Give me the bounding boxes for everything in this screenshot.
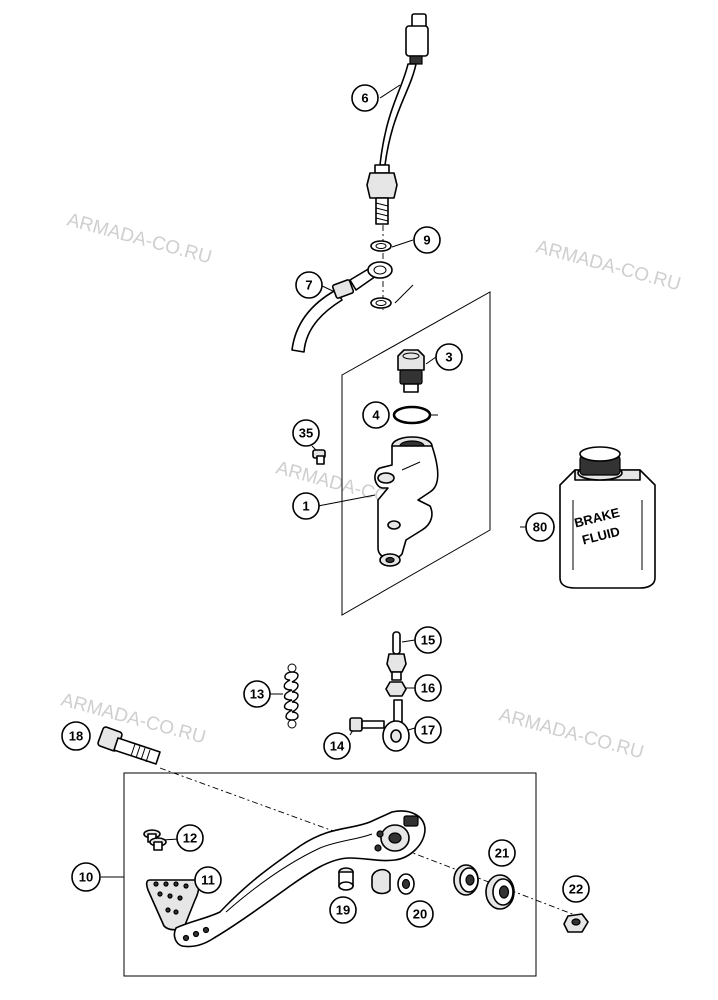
sealing-washers: [370, 240, 392, 309]
return-spring: [283, 663, 299, 729]
callout-20: 20: [406, 900, 434, 928]
svg-text:19: 19: [336, 903, 350, 918]
lock-nut: [385, 681, 407, 697]
svg-text:18: 18: [69, 729, 83, 744]
callout-13: 13: [243, 680, 271, 708]
callout-35: 35: [292, 419, 320, 447]
svg-text:80: 80: [533, 520, 547, 535]
svg-text:11: 11: [201, 873, 215, 888]
svg-text:17: 17: [421, 723, 435, 738]
push-rod: [386, 631, 407, 681]
callout-17: 17: [414, 716, 442, 744]
svg-text:20: 20: [413, 907, 427, 922]
step-plate-screws: [143, 829, 167, 851]
callout-21: 21: [488, 839, 516, 867]
callout-11: 11: [194, 866, 222, 894]
svg-text:4: 4: [372, 408, 380, 423]
callout-10: 10: [71, 862, 101, 892]
pedal-washer: [371, 868, 415, 895]
brake-pedal-lever: [173, 810, 426, 948]
brake-light-switch: [366, 13, 429, 225]
callout-14: 14: [323, 732, 351, 760]
callout-6: 6: [351, 84, 379, 112]
brake-pedal-group-frame: [123, 772, 537, 977]
svg-text:16: 16: [421, 681, 435, 696]
o-ring: [392, 405, 432, 425]
callout-16: 16: [414, 674, 442, 702]
svg-text:14: 14: [330, 739, 345, 754]
callout-1: 1: [292, 492, 320, 520]
callout-9: 9: [413, 226, 441, 254]
svg-text:15: 15: [421, 633, 435, 648]
clevis-eye: [382, 699, 410, 752]
master-cylinder: [374, 436, 439, 567]
svg-text:1: 1: [302, 499, 309, 514]
svg-text:35: 35: [299, 426, 313, 441]
svg-text:13: 13: [250, 687, 264, 702]
master-cylinder-group-frame: [341, 291, 491, 616]
callout-18: 18: [61, 721, 91, 751]
callout-3: 3: [435, 343, 463, 371]
svg-text:21: 21: [495, 846, 509, 861]
svg-text:22: 22: [569, 882, 583, 897]
svg-text:12: 12: [183, 831, 197, 846]
svg-text:3: 3: [445, 350, 452, 365]
callout-12: 12: [176, 824, 204, 852]
callout-4: 4: [362, 401, 390, 429]
callout-15: 15: [414, 626, 442, 654]
callout-22: 22: [562, 875, 590, 903]
assembly-axes: [159, 225, 576, 916]
callout-80: 80: [525, 512, 555, 542]
svg-text:9: 9: [423, 233, 430, 248]
svg-text:6: 6: [361, 91, 368, 106]
brake-fluid-bottle: BRAKE FLUID: [559, 446, 656, 589]
watermark-mid-right: ARMADA-CO.RU: [497, 705, 646, 764]
watermark-top-right: ARMADA-CO.RU: [534, 237, 683, 296]
brake-hose: [291, 261, 393, 353]
watermark-top-left: ARMADA-CO.RU: [65, 210, 214, 269]
reservoir-cap: [397, 349, 425, 393]
pivot-bearings: [453, 864, 515, 910]
mounting-screw: [312, 449, 326, 465]
pedal-step-plate: [145, 879, 200, 931]
callout-19: 19: [329, 896, 357, 924]
svg-text:7: 7: [305, 278, 312, 293]
pivot-nut: [563, 913, 589, 933]
clevis-bolt: [349, 717, 385, 732]
pivot-bolt: [97, 726, 161, 765]
callout-7: 7: [295, 271, 323, 299]
svg-text:10: 10: [79, 870, 93, 885]
clevis-pin: [338, 867, 354, 891]
